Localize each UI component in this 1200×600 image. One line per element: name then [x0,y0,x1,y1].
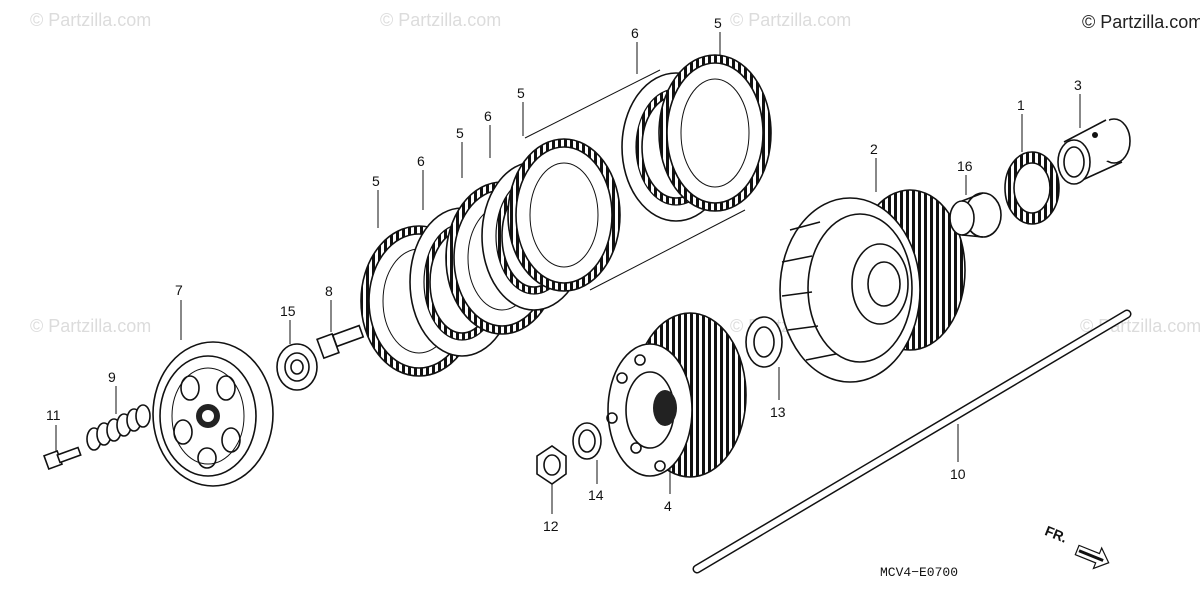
callout-number: 2 [870,141,878,157]
watermark: © Partzilla.com [730,10,851,30]
clutch-outer-basket [779,189,966,383]
bolt-part [43,446,82,470]
callout-number: 8 [325,283,333,299]
leader-lines [55,32,1081,514]
drive-gear [1004,151,1060,225]
callout-number: 13 [770,404,786,420]
watermark: © Partzilla.com [30,10,151,30]
callout-number: 7 [175,282,183,298]
watermark: © Partzilla.com [380,10,501,30]
callout-number: 11 [46,407,61,423]
friction-disc [507,138,621,292]
callout-number: 6 [417,153,425,169]
thrust-washer [745,316,783,368]
callout-number: 5 [372,173,380,189]
lock-nut [536,445,567,485]
callout-number: 12 [543,518,559,534]
callout-number: 1 [1017,97,1025,113]
callout-number: 4 [664,498,672,514]
callout-number: 16 [957,158,973,174]
diagram-code: MCV4−E0700 [880,565,958,580]
bearing-part [276,343,318,391]
needle-bearing [949,192,1002,238]
callout-number: 14 [588,487,604,503]
callout-number: 6 [484,108,492,124]
callout-number: 15 [280,303,296,319]
callout-number: 6 [631,25,639,41]
front-direction-label: FR. [1043,523,1070,546]
lifter-piece [316,324,365,360]
callout-number: 9 [108,369,116,385]
watermark: © Partzilla.com [30,316,151,336]
callout-number: 5 [517,85,525,101]
sleeve-collar [1057,115,1131,185]
copyright-notice: © Partzilla.com [1082,12,1200,32]
lock-washer [572,422,602,460]
arrow-right-icon [1074,544,1110,570]
callout-number: 3 [1074,77,1082,93]
clutch-spring [86,404,151,451]
clutch-center [606,312,747,478]
pressure-plate [152,341,274,487]
callout-number: 5 [456,125,464,141]
front-direction-indicator: FR. [1043,523,1110,570]
callout-number: 10 [950,466,966,482]
callout-number: 5 [714,15,722,31]
friction-disc [658,54,772,212]
clutch-pushrod [692,309,1132,574]
